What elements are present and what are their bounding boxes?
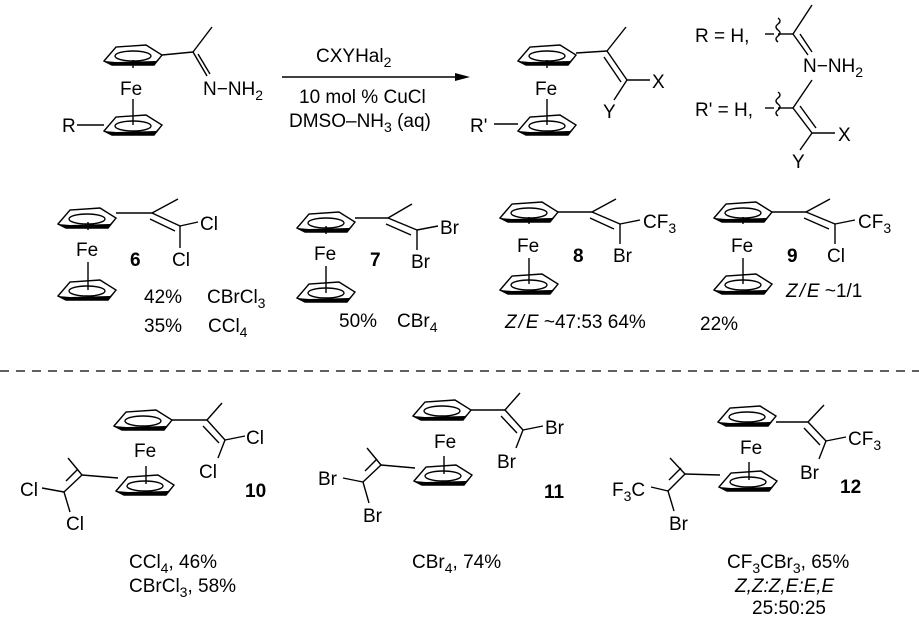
svg-text:Fe: Fe bbox=[76, 240, 98, 261]
svg-text:Z/E ~1/1: Z/E ~1/1 bbox=[785, 281, 862, 302]
svg-text:42%: 42% bbox=[144, 287, 182, 308]
compound-9: Fe CF3 Cl 9 Z/E ~1/1 22% bbox=[700, 198, 891, 335]
svg-text:12: 12 bbox=[840, 477, 861, 498]
svg-text:Br: Br bbox=[613, 246, 633, 267]
solvent-label: DMSO–NH3 (aq) bbox=[289, 111, 431, 135]
svg-text:Cl: Cl bbox=[827, 246, 845, 267]
reaction-arrow: CXYHal2 10 mol % CuCl DMSO–NH3 (aq) bbox=[282, 46, 470, 135]
svg-text:35%: 35% bbox=[144, 316, 182, 337]
svg-text:Br: Br bbox=[669, 514, 689, 535]
svg-text:Fe: Fe bbox=[134, 441, 156, 462]
svg-text:Cl: Cl bbox=[20, 480, 38, 501]
svg-text:F3C: F3C bbox=[612, 480, 645, 504]
compound-8: Fe CF3 Br 8 Z/E ~47:53 64% bbox=[499, 198, 676, 333]
compound-10: Fe Cl Cl 10 Cl Cl CCl4, 46% CBrCl3, 58% bbox=[20, 402, 266, 600]
catalyst-label: 10 mol % CuCl bbox=[299, 87, 426, 108]
svg-text:25:50:25: 25:50:25 bbox=[752, 598, 826, 619]
svg-text:Fe: Fe bbox=[740, 438, 762, 459]
compound-6: Fe Cl Cl 6 42% CBrCl3 35% CCl4 bbox=[57, 198, 266, 340]
svg-text:CBr4: CBr4 bbox=[397, 311, 438, 335]
svg-text:N−NH2: N−NH2 bbox=[203, 79, 263, 103]
svg-text:22%: 22% bbox=[700, 314, 738, 335]
reagent-label: CXYHal2 bbox=[316, 46, 392, 70]
svg-text:Fe: Fe bbox=[535, 79, 557, 100]
svg-text:R' = H,: R' = H, bbox=[695, 100, 753, 121]
svg-text:CF3: CF3 bbox=[643, 212, 676, 236]
svg-text:7: 7 bbox=[370, 250, 381, 271]
svg-text:Br: Br bbox=[440, 218, 460, 239]
r-prime-label: R' bbox=[470, 116, 487, 137]
svg-text:Fe: Fe bbox=[517, 236, 539, 257]
r-label: R bbox=[62, 116, 76, 137]
svg-text:Cl: Cl bbox=[199, 462, 217, 483]
svg-text:R = H,: R = H, bbox=[695, 26, 749, 47]
svg-text:CF3: CF3 bbox=[858, 212, 891, 236]
svg-text:CBrCl3: CBrCl3 bbox=[207, 287, 266, 311]
compound-11: Fe Br Br 11 Br Br CBr4, 74% bbox=[318, 392, 565, 576]
svg-text:Cl: Cl bbox=[66, 514, 84, 535]
fe-atom: Fe bbox=[120, 79, 142, 100]
svg-text:Z,Z:Z,E:E,E: Z,Z:Z,E:E,E bbox=[734, 576, 835, 597]
svg-text:CCl4: CCl4 bbox=[208, 316, 248, 340]
svg-text:50%: 50% bbox=[339, 311, 377, 332]
svg-text:Br: Br bbox=[545, 418, 565, 439]
svg-text:N−NH2: N−NH2 bbox=[803, 56, 863, 80]
svg-text:Fe: Fe bbox=[434, 432, 456, 453]
svg-text:Cl: Cl bbox=[172, 250, 190, 271]
svg-text:Cl: Cl bbox=[246, 428, 264, 449]
svg-text:Fe: Fe bbox=[314, 244, 336, 265]
svg-text:Y: Y bbox=[603, 102, 616, 123]
svg-text:CBrCl3, 58%: CBrCl3, 58% bbox=[129, 576, 236, 600]
svg-text:Br: Br bbox=[318, 469, 338, 490]
compound-number: 6 bbox=[130, 250, 141, 271]
svg-text:Z/E ~47:53 64%: Z/E ~47:53 64% bbox=[504, 312, 646, 333]
general-product: Fe X Y R' bbox=[470, 26, 665, 137]
svg-text:9: 9 bbox=[787, 246, 798, 267]
svg-text:Fe: Fe bbox=[731, 236, 753, 257]
svg-text:10: 10 bbox=[245, 481, 266, 502]
svg-text:Br: Br bbox=[800, 463, 820, 484]
svg-text:Br: Br bbox=[411, 252, 431, 273]
compound-7: Fe Br Br 7 50% CBr4 bbox=[296, 203, 460, 335]
svg-text:Cl: Cl bbox=[200, 214, 218, 235]
svg-text:X: X bbox=[652, 72, 665, 93]
svg-text:Br: Br bbox=[497, 452, 517, 473]
starting-material: Fe N−NH2 R bbox=[62, 26, 263, 137]
svg-text:CCl4, 46%: CCl4, 46% bbox=[129, 552, 217, 576]
svg-text:CF3: CF3 bbox=[848, 429, 881, 453]
r-definitions: R = H, N−NH2 R' = H, X Y bbox=[695, 4, 863, 173]
svg-text:Y: Y bbox=[792, 152, 805, 173]
svg-text:8: 8 bbox=[573, 246, 584, 267]
svg-text:Br: Br bbox=[363, 506, 383, 527]
svg-text:CF3CBr3, 65%: CF3CBr3, 65% bbox=[727, 552, 849, 576]
svg-text:X: X bbox=[838, 125, 851, 146]
compound-12: Fe CF3 Br 12 F3C Br CF3CBr3, 65% Z,Z:Z,E… bbox=[612, 404, 881, 619]
svg-text:CBr4, 74%: CBr4, 74% bbox=[412, 552, 501, 576]
svg-text:11: 11 bbox=[544, 482, 565, 503]
